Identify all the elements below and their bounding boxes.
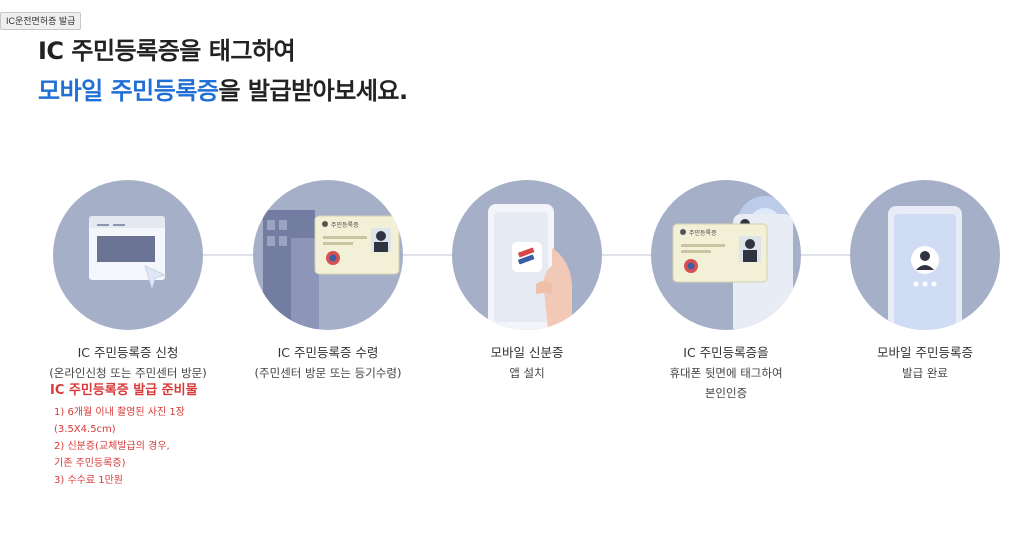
- step-title: 모바일 신분증: [490, 345, 564, 360]
- step-title: IC 주민등록증 신청: [77, 345, 179, 360]
- mobile-id-complete-icon: [888, 206, 962, 330]
- step-subtitle: (주민센터 방문 또는 등기수령): [254, 366, 402, 380]
- step-subtitle: 발급 완료: [902, 366, 948, 380]
- step-install-app: 모바일 신분증 앱 설치: [427, 180, 627, 383]
- step-subtitle: 앱 설치: [509, 366, 545, 380]
- headline-rest: 을 발급받아보세요.: [218, 77, 409, 105]
- preparation-item: 1) 6개월 이내 촬영된 사진 1장: [54, 407, 185, 418]
- tab-ic-driver-license[interactable]: IC운전면허증 발급: [0, 12, 82, 30]
- step-complete: 모바일 주민등록증 발급 완료: [825, 180, 1024, 383]
- application-window-icon: [89, 216, 167, 290]
- step-circle: 주민등록증: [253, 180, 403, 330]
- step-subtitle: (온라인신청 또는 주민센터 방문): [49, 366, 207, 380]
- preparation-item: 기존 주민등록증): [54, 458, 126, 469]
- id-card-building-icon: 주민등록증: [263, 210, 400, 330]
- step-circle: 주민등록증: [651, 180, 801, 330]
- step-subtitle-2: 본인인증: [704, 386, 748, 400]
- preparation-title: IC 주민등록증 발급 준비물: [50, 383, 198, 398]
- svg-text:주민등록증: 주민등록증: [689, 229, 717, 237]
- headline-line1: IC 주민등록증을 태그하여: [38, 37, 296, 65]
- headline: IC 주민등록증을 태그하여 모바일 주민등록증을 발급받아보세요.: [38, 31, 408, 111]
- preparation-item: 2) 신분증(교체발급의 경우,: [54, 441, 170, 452]
- step-circle: [452, 180, 602, 330]
- preparation-item: (3.5X4.5cm): [54, 424, 116, 435]
- preparation-item: 3) 수수료 1만원: [54, 475, 123, 486]
- step-circle: [850, 180, 1000, 330]
- nfc-tag-card-icon: 주민등록증: [672, 196, 793, 330]
- step-subtitle: 휴대폰 뒷면에 태그하여: [669, 366, 783, 380]
- mobile-id-app-icon: [488, 204, 572, 330]
- headline-accent: 모바일 주민등록증: [38, 77, 219, 105]
- step-title: IC 주민등록증 수령: [277, 345, 379, 360]
- step-apply: IC 주민등록증 신청 (온라인신청 또는 주민센터 방문): [28, 180, 228, 383]
- headline-line2: 모바일 주민등록증을 발급받아보세요.: [38, 71, 408, 111]
- step-title: IC 주민등록증을: [683, 345, 769, 360]
- preparation-items: 1) 6개월 이내 촬영된 사진 1장 (3.5X4.5cm) 2) 신분증(교…: [38, 404, 238, 489]
- step-title: 모바일 주민등록증: [877, 345, 973, 360]
- step-tag-card: 주민등록증 IC 주민등록증을 휴대폰 뒷면에 태그하여 본인인증: [626, 180, 826, 403]
- svg-text:주민등록증: 주민등록증: [331, 221, 359, 229]
- step-circle: [53, 180, 203, 330]
- step-receive: 주민등록증 IC 주민등록증 수령 (주민센터 방문 또는 등기수령): [228, 180, 428, 383]
- preparation-list: IC 주민등록증 발급 준비물 1) 6개월 이내 촬영된 사진 1장 (3.5…: [38, 381, 238, 489]
